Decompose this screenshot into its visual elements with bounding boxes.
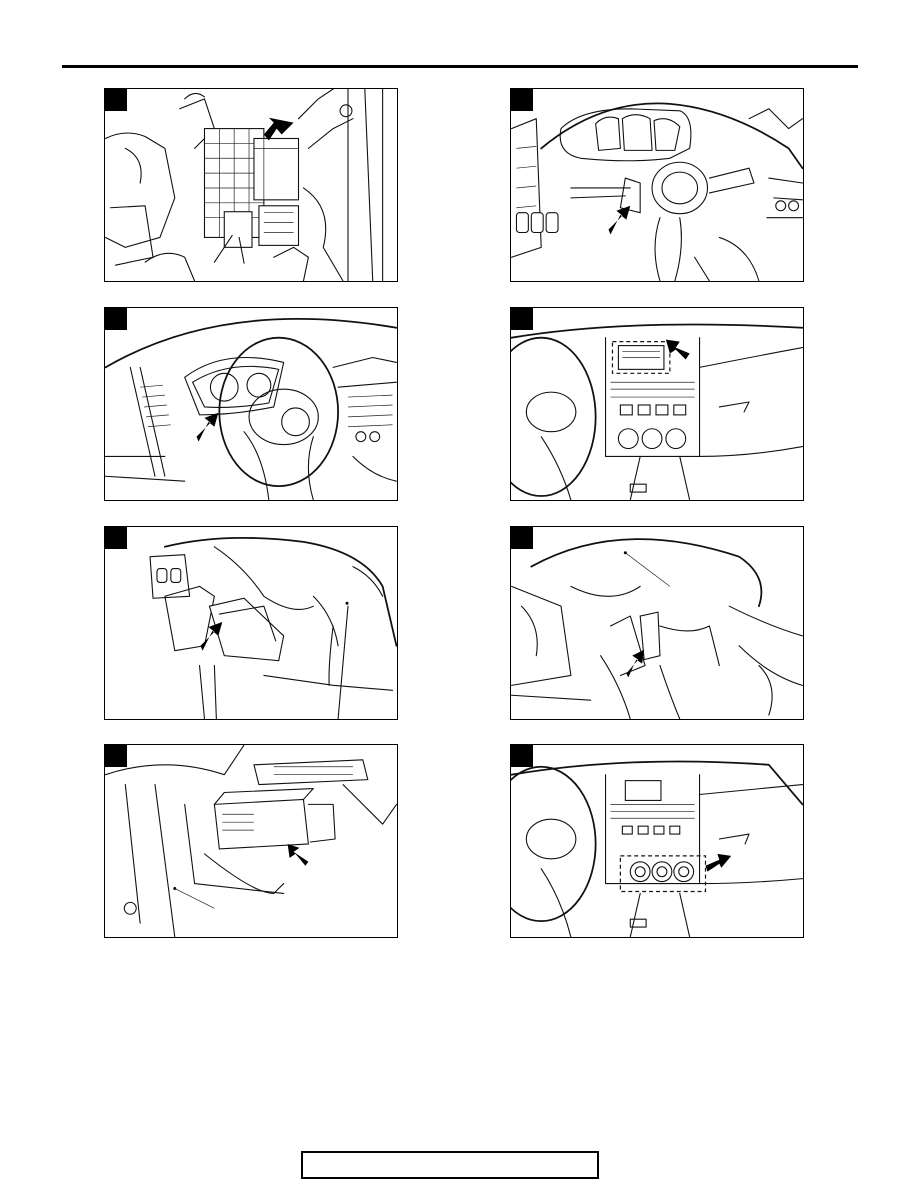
callout-arrow-icon (608, 205, 631, 235)
under-dash-module-illustration (149, 537, 397, 719)
callout-arrow-icon (263, 117, 294, 141)
figure-number-badge (511, 527, 533, 549)
figure-heater-control (510, 744, 804, 938)
figure-number-badge (511, 308, 533, 330)
figure-kick-panel-ecu (104, 744, 398, 938)
clock-spring-illustration (511, 102, 803, 281)
figure-center-display (510, 307, 804, 501)
figure-number-badge (511, 89, 533, 111)
figure-column-lower-module (510, 526, 804, 720)
figure-fuse-box (104, 88, 398, 282)
callout-arrow-icon (705, 853, 732, 872)
figure-under-dash-module (104, 526, 398, 720)
column-lower-module-illustration (511, 538, 803, 719)
figure-number-badge (105, 745, 127, 767)
header-rule (62, 65, 858, 68)
callout-arrow-icon (665, 339, 690, 360)
center-display-illustration (511, 323, 803, 500)
figure-combination-meter (104, 307, 398, 501)
callout-arrow-icon (287, 843, 309, 866)
fuse-box-illustration (105, 89, 384, 281)
figure-number-badge (511, 745, 533, 767)
callout-arrow-icon (626, 649, 645, 678)
figure-number-badge (105, 89, 127, 111)
figure-clock-spring (510, 88, 804, 282)
kick-panel-ecu-illustration (105, 745, 397, 937)
heater-control-illustration (511, 760, 803, 937)
footer-page-id-box (301, 1151, 599, 1179)
combination-meter-illustration (105, 318, 397, 500)
callout-arrow-icon (196, 412, 219, 442)
figure-number-badge (105, 527, 127, 549)
figure-number-badge (105, 308, 127, 330)
callout-arrow-icon (200, 622, 223, 651)
